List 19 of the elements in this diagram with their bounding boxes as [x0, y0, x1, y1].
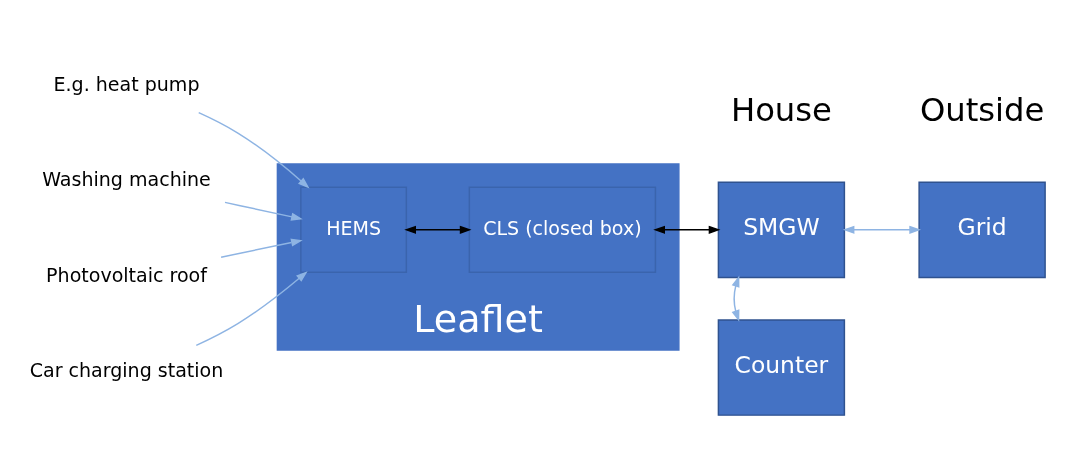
label: Outside — [919, 90, 1045, 129]
node-box: Counter — [717, 319, 846, 416]
arrow — [197, 111, 310, 189]
node-text: E.g. heat pump — [53, 73, 200, 96]
node-box: SMGW — [717, 181, 846, 279]
node-text: Photovoltaic roof — [46, 263, 207, 286]
node-box: HEMS — [300, 186, 408, 274]
arrow — [731, 275, 740, 322]
arrow — [195, 271, 308, 347]
node-box: CLS (closed box) — [468, 186, 657, 274]
arrow — [404, 225, 472, 234]
arrow — [220, 238, 303, 258]
arrow — [224, 201, 303, 221]
node-box: Grid — [918, 181, 1046, 279]
node-text: Car charging station — [29, 358, 224, 381]
arrow — [842, 225, 922, 234]
node-text: Washing machine — [42, 168, 211, 191]
label: House — [730, 90, 832, 129]
arrow — [653, 225, 721, 234]
